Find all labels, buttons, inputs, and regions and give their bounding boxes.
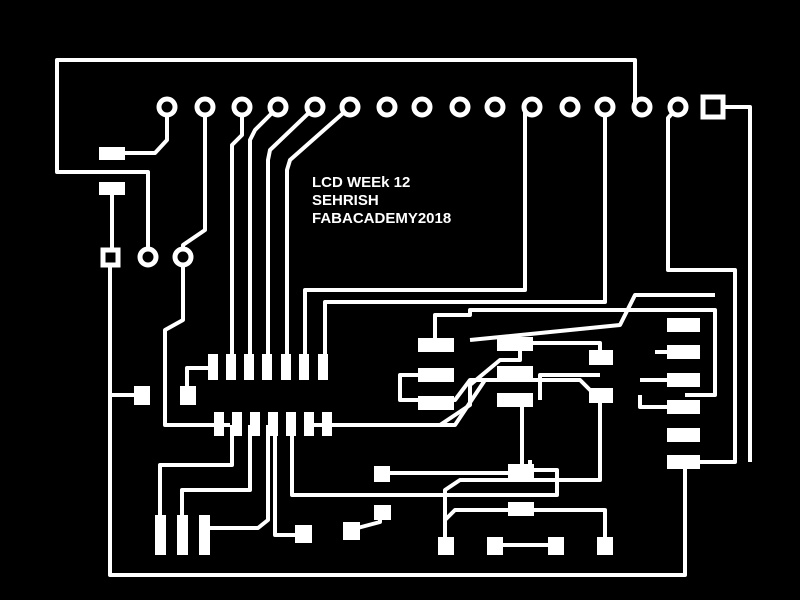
title-line-1: LCD WEEk 12: [312, 174, 411, 191]
title-line-3: FABACADEMY2018: [312, 210, 452, 227]
pads: [99, 147, 700, 555]
title-line-2: SEHRISH: [312, 192, 379, 209]
traces: [55, 58, 752, 577]
header-pins: [100, 94, 726, 268]
